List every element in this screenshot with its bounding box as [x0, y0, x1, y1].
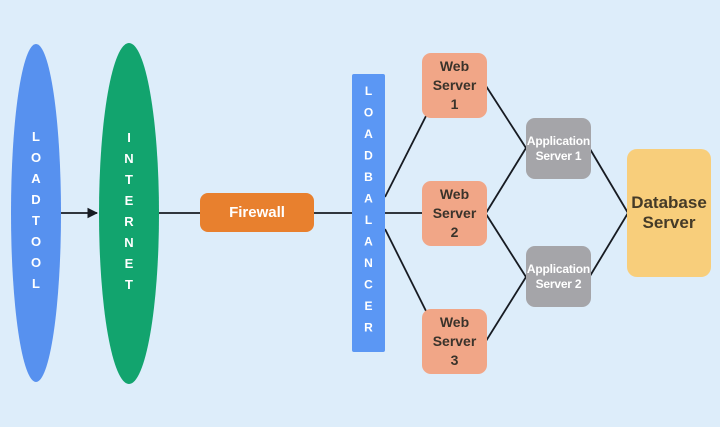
web-server-3-label: Web Server 3	[432, 314, 477, 368]
application-server-1-label: Application Server 1	[526, 133, 591, 163]
edge-webserver3-appserver2	[485, 276, 527, 342]
loadtool-node: LOADTOOL	[11, 44, 61, 382]
edge-loadbalancer-webserver3	[384, 228, 427, 312]
edge-appserver2-database	[589, 212, 629, 277]
internet-node: INTERNET	[99, 43, 159, 384]
firewall-label: Firewall	[229, 204, 285, 221]
web-server-1-node: Web Server 1	[422, 53, 487, 118]
application-server-1-node: Application Server 1	[526, 118, 591, 179]
application-server-2-label: Application Server 2	[526, 261, 591, 291]
firewall-node: Firewall	[200, 193, 314, 232]
loadbalancer-node: LOADBALANCER	[352, 74, 385, 352]
edge-webserver2-appserver1	[485, 147, 527, 214]
database-server-label: Database Server	[631, 193, 707, 232]
edge-webserver2-appserver2	[485, 213, 527, 278]
edge-webserver1-appserver1	[485, 85, 527, 149]
web-server-3-node: Web Server 3	[422, 309, 487, 374]
internet-label: INTERNET	[121, 129, 137, 298]
loadbalancer-label: LOADBALANCER	[361, 84, 376, 342]
web-server-1-label: Web Server 1	[432, 58, 477, 112]
web-server-2-label: Web Server 2	[432, 186, 477, 240]
web-server-2-node: Web Server 2	[422, 181, 487, 246]
application-server-2-node: Application Server 2	[526, 246, 591, 307]
edge-appserver1-database	[589, 148, 629, 214]
edge-loadbalancer-webserver1	[384, 115, 427, 198]
loadtool-label: LOADTOOL	[28, 129, 44, 297]
database-server-node: Database Server	[627, 149, 711, 277]
